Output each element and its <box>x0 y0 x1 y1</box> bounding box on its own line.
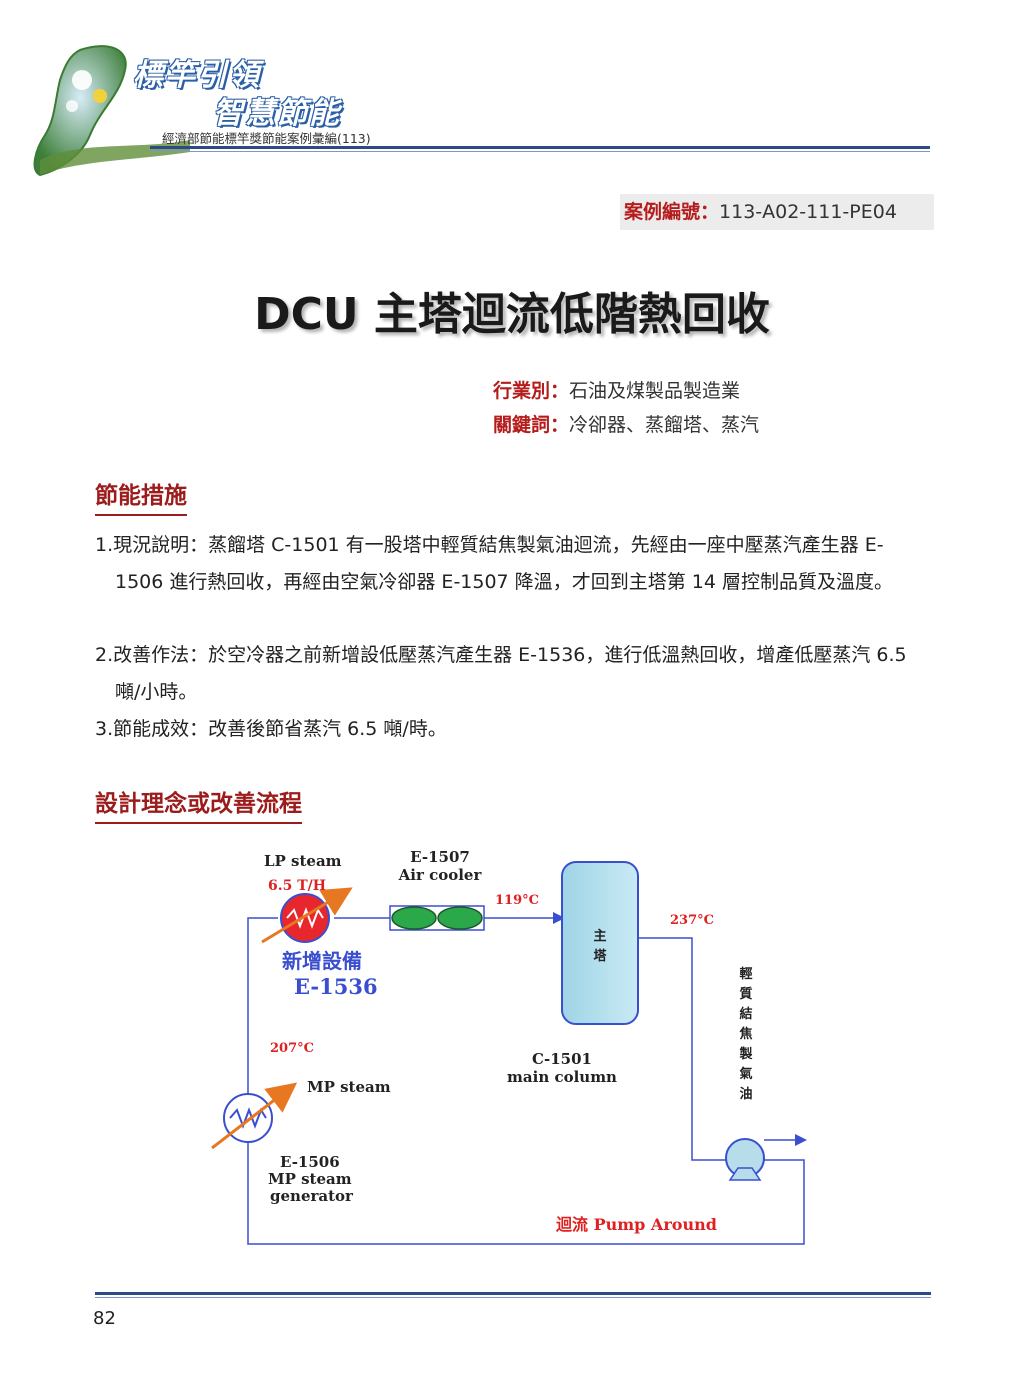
keywords-value: 冷卻器、蒸餾塔、蒸汽 <box>569 414 760 436</box>
gen-line1: MP steam <box>268 1170 352 1188</box>
oil-char: 質 <box>739 986 752 1002</box>
keywords-row: 關鍵詞：冷卻器、蒸餾塔、蒸汽 <box>493 410 759 437</box>
new-exchanger-e1536-icon <box>280 893 330 943</box>
page-title: DCU 主塔迴流低階熱回收 <box>254 289 770 340</box>
temp-207: 207°C <box>270 1041 314 1056</box>
oil-char: 氣 <box>739 1066 752 1082</box>
column-label-1: 主 <box>593 928 606 944</box>
section-title-design: 設計理念或改善流程 <box>95 784 302 824</box>
logo-text-line1: 標竿引領 <box>133 58 261 93</box>
header-subtitle: 經濟部節能標竿獎節能案例彙編(113) <box>162 131 371 146</box>
column-id: C-1501 <box>532 1050 592 1068</box>
mp-steam-label: MP steam <box>307 1078 391 1096</box>
air-cooler-id: E-1507 <box>410 848 470 866</box>
oil-char: 油 <box>739 1086 752 1102</box>
lp-steam-rate: 6.5 T/H <box>268 878 326 894</box>
oil-char: 焦 <box>738 1026 752 1042</box>
pump-around-label: 迴流 Pump Around <box>555 1215 717 1234</box>
footer-rule <box>95 1292 931 1295</box>
paragraph-result: 3.節能成效：改善後節省蒸汽 6.5 噸/時。 <box>95 718 447 740</box>
new-equipment-label: 新增設備 <box>282 949 362 973</box>
industry-value: 石油及煤製品製造業 <box>569 380 741 402</box>
air-cooler-label: Air cooler <box>398 866 483 884</box>
keywords-label: 關鍵詞： <box>493 414 570 436</box>
header-rule-thin <box>150 151 930 152</box>
mp-steam-arrow-icon <box>211 1082 298 1150</box>
lp-steam-arrow-icon <box>261 887 353 944</box>
section-title-measures: 節能措施 <box>95 476 187 516</box>
page-number: 82 <box>93 1308 116 1329</box>
temp-119: 119°C <box>495 893 539 908</box>
column-label-2: 塔 <box>593 948 607 964</box>
flow-line-column-to-pump <box>638 937 726 1161</box>
header-rule <box>150 146 930 149</box>
paragraph-improvement: 2.改善作法：於空冷器之前新增設低壓蒸汽產生器 E-1536，進行低溫熱回收，增… <box>95 644 907 703</box>
air-cooler-icon <box>389 905 485 931</box>
main-column-icon <box>561 861 639 1025</box>
logo-text-line2: 智慧節能 <box>213 96 341 131</box>
oil-char: 製 <box>738 1046 752 1062</box>
flow-lines <box>242 912 807 1245</box>
oil-vertical-label: 輕 質 結 焦 製 氣 油 <box>738 966 752 1102</box>
new-equipment-id: E-1536 <box>294 974 378 999</box>
lp-steam-label: LP steam <box>264 852 342 870</box>
footer-rule-thin <box>95 1297 931 1298</box>
case-number-value: 113-A02-111-PE04 <box>719 201 897 223</box>
industry-row: 行業別：石油及煤製品製造業 <box>493 376 740 403</box>
case-number-box: 案例編號：113-A02-111-PE04 <box>620 194 934 230</box>
flow-line-left-up <box>247 917 278 1096</box>
column-name: main column <box>507 1068 617 1086</box>
flow-line-pump-around <box>242 1129 805 1245</box>
gen-id: E-1506 <box>280 1153 340 1171</box>
oil-char: 結 <box>739 1006 752 1022</box>
paragraph-current-status: 1.現況說明：蒸餾塔 C-1501 有一股塔中輕質結焦製氣油迴流，先經由一座中壓… <box>95 534 893 593</box>
industry-label: 行業別： <box>493 380 570 402</box>
process-flow-diagram: LP steam 6.5 T/H E-1507 Air cooler 119°C… <box>211 848 807 1245</box>
pump-icon <box>725 1138 765 1181</box>
temp-237: 237°C <box>670 913 714 928</box>
case-number-label: 案例編號： <box>624 201 720 223</box>
oil-char: 輕 <box>739 966 752 982</box>
gen-line2: generator <box>270 1187 354 1205</box>
